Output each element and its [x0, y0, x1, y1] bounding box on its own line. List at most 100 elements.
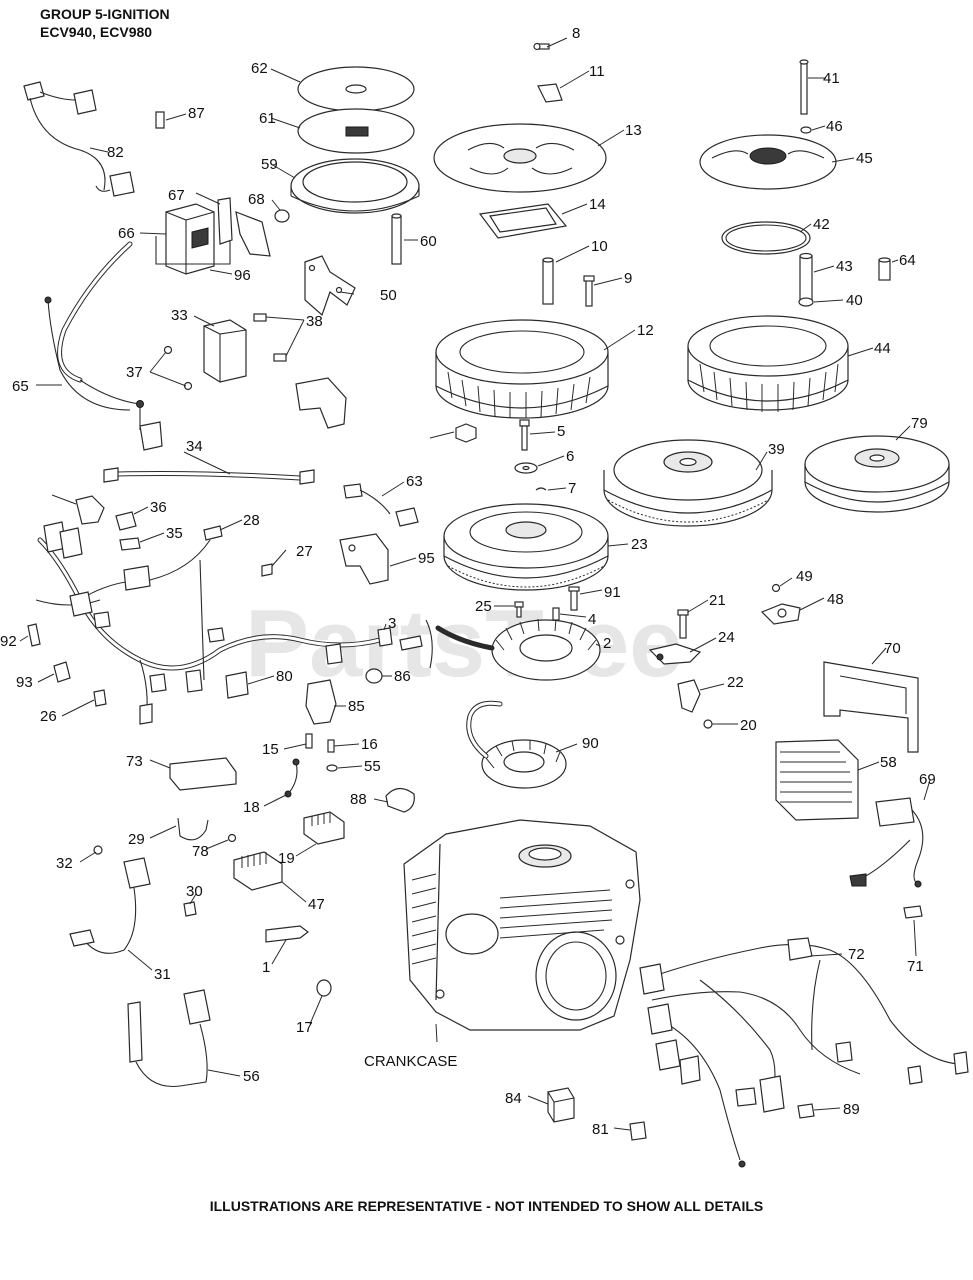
main-engine-harness — [35, 521, 383, 725]
part-31-coil — [69, 857, 151, 954]
part-10-spacer — [542, 257, 554, 305]
callout-26: 26 — [40, 708, 57, 725]
part-42-gasket — [721, 221, 811, 255]
part-3-connector — [377, 619, 433, 669]
part-27-clip — [261, 563, 273, 577]
callout-87: 87 — [188, 105, 205, 122]
callout-59: 59 — [261, 156, 278, 173]
part-90-stator — [466, 700, 567, 789]
callout-61: 61 — [259, 110, 276, 127]
part-72-harness — [639, 937, 969, 1168]
part-47-regulator — [233, 851, 283, 891]
callout-63: 63 — [406, 473, 423, 490]
callout-82: 82 — [107, 144, 124, 161]
callout-93: 93 — [16, 674, 33, 691]
callout-86: 86 — [394, 668, 411, 685]
callout-36: 36 — [150, 499, 167, 516]
part-29-wire — [177, 817, 209, 841]
crankcase — [403, 819, 641, 1031]
callout-13: 13 — [625, 122, 642, 139]
part-12-fan — [435, 319, 609, 419]
part-43-spacer — [799, 252, 813, 301]
part-78-screw — [227, 833, 237, 843]
callout-labels: 62 61 59 60 50 8 11 13 14 10 9 41 46 45 … — [0, 25, 936, 1138]
part-38-screws — [253, 313, 287, 362]
callout-60: 60 — [420, 233, 437, 250]
callout-5: 5 — [557, 423, 565, 440]
part-87-clip — [155, 111, 165, 129]
part-70-bracket — [823, 661, 919, 753]
part-93-clip — [53, 661, 71, 683]
callout-18: 18 — [243, 799, 260, 816]
part-64-spacer — [878, 257, 891, 281]
callout-55: 55 — [364, 758, 381, 775]
part-28-sensor — [203, 525, 223, 541]
part-19-regulator — [303, 811, 345, 845]
callout-68: 68 — [248, 191, 265, 208]
callout-37: 37 — [126, 364, 143, 381]
callout-45: 45 — [856, 150, 873, 167]
part-8-screw — [533, 42, 550, 51]
part-39-flywheel — [603, 439, 773, 527]
part-25-bolt — [514, 601, 524, 618]
callout-27: 27 — [296, 543, 313, 560]
part-68-grommet — [274, 209, 290, 223]
part-49-screw — [771, 583, 781, 593]
callout-9: 9 — [624, 270, 632, 287]
part-92-clip — [27, 623, 41, 647]
callout-24: 24 — [718, 629, 735, 646]
callout-48: 48 — [827, 591, 844, 608]
callout-42: 42 — [813, 216, 830, 233]
callout-8: 8 — [572, 25, 580, 42]
part-83-connector — [75, 495, 105, 525]
part-81-relay — [629, 1121, 647, 1141]
part-66-module — [165, 203, 215, 275]
part-46-washer — [800, 126, 812, 134]
part-21-bolt — [677, 609, 689, 639]
callout-15: 15 — [262, 741, 279, 758]
callout-81: 81 — [592, 1121, 609, 1138]
part-95-bracket — [339, 533, 389, 585]
callout-25: 25 — [475, 598, 492, 615]
crankcase-label: CRANKCASE — [364, 1053, 457, 1070]
callout-22: 22 — [727, 674, 744, 691]
part-37-washers — [163, 345, 193, 391]
callout-73: 73 — [126, 753, 143, 770]
callout-43: 43 — [836, 258, 853, 275]
part-67-bracket — [217, 197, 271, 257]
part-59-ring — [290, 158, 420, 214]
part-57-nut — [455, 423, 477, 443]
diagram-title: GROUP 5-IGNITION — [40, 6, 170, 22]
part-61-disk — [297, 108, 415, 154]
callout-58: 58 — [880, 754, 897, 771]
callout-31: 31 — [154, 966, 171, 983]
part-24-bracket — [648, 643, 702, 665]
callout-28: 28 — [243, 512, 260, 529]
part-91-bolt — [568, 586, 580, 611]
part-60-spacer — [391, 213, 402, 265]
callout-14: 14 — [589, 196, 606, 213]
callout-91: 91 — [604, 584, 621, 601]
part-35-clip — [119, 537, 141, 551]
part-18-wire — [284, 758, 300, 798]
leader-lines — [19, 37, 931, 1131]
callout-50: 50 — [380, 287, 397, 304]
callout-69: 69 — [919, 771, 936, 788]
callout-89: 89 — [843, 1101, 860, 1118]
callout-1: 1 — [262, 959, 270, 976]
callout-88: 88 — [350, 791, 367, 808]
part-82-harness — [23, 81, 135, 197]
callout-70: 70 — [884, 640, 901, 657]
part-7-key — [535, 487, 547, 491]
part-5-bolt — [519, 419, 530, 451]
callout-80: 80 — [276, 668, 293, 685]
part-33-module — [203, 319, 247, 383]
callout-85: 85 — [348, 698, 365, 715]
part-71-terminal — [903, 905, 923, 919]
part-17-grommet — [316, 979, 332, 997]
callout-56: 56 — [243, 1068, 260, 1085]
part-9-bolt — [583, 275, 595, 307]
callout-39: 39 — [768, 441, 785, 458]
callout-71: 71 — [907, 958, 924, 975]
